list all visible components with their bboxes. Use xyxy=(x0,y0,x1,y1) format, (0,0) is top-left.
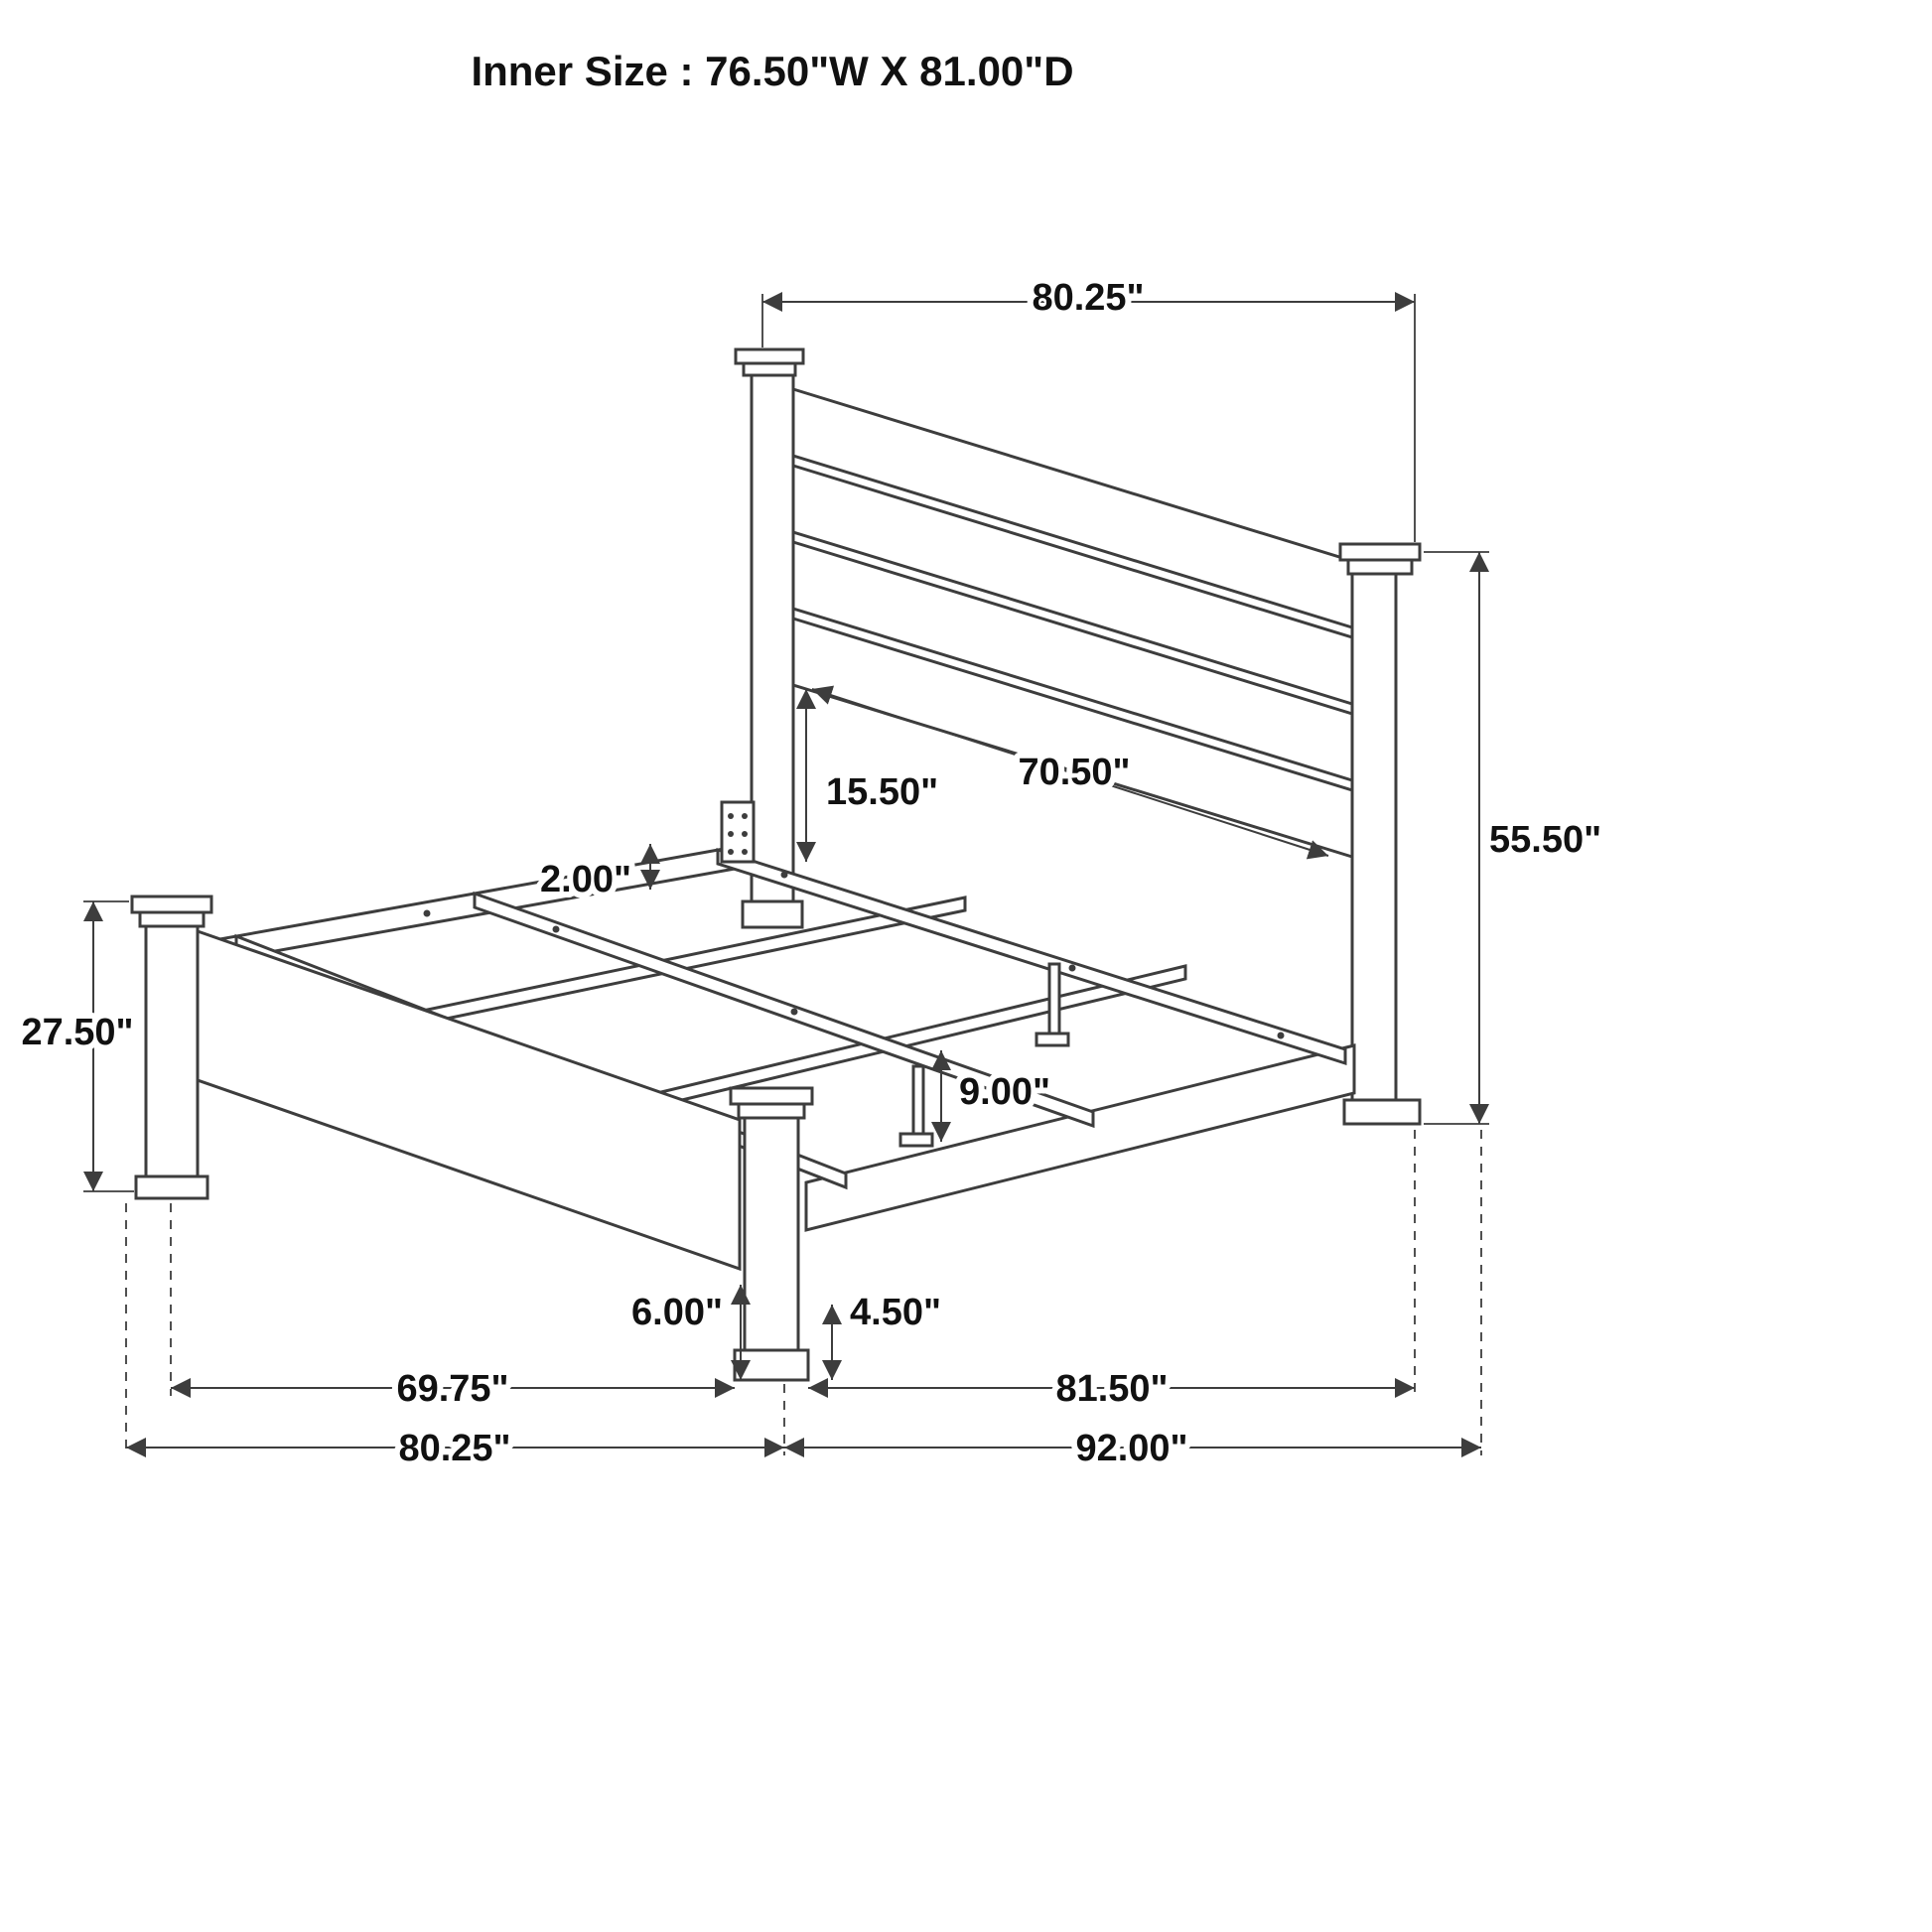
headboard-post-left-cap xyxy=(734,347,805,365)
dim-label-slat-thickness: 2.00" xyxy=(540,859,631,900)
footboard-post-front xyxy=(743,1116,800,1352)
rail-mounting-bracket xyxy=(720,800,756,864)
dim-label-headboard-width: 80.25" xyxy=(1032,277,1144,319)
headboard-post-left-base xyxy=(741,899,804,929)
headboard-post-left xyxy=(750,373,795,903)
headboard-post-right-cap-reveal xyxy=(1346,558,1414,576)
screw-hole xyxy=(790,1008,798,1016)
support-leg xyxy=(1047,962,1061,1035)
dim-label-support-leg-height: 9.00" xyxy=(959,1071,1050,1113)
footboard-post-front-cap-reveal xyxy=(737,1102,806,1120)
support-leg-1 xyxy=(1035,962,1070,1047)
bracket-hole xyxy=(742,831,748,837)
dim-label-overall-depth: 92.00" xyxy=(1075,1428,1187,1469)
support-foot xyxy=(898,1132,934,1148)
dim-label-side-rail-height: 4.50" xyxy=(850,1292,941,1333)
bracket-hole xyxy=(742,849,748,855)
footboard-post-left-cap-reveal xyxy=(138,910,206,928)
bracket-hole xyxy=(742,813,748,819)
support-leg xyxy=(911,1064,925,1136)
drawing-title: Inner Size : 76.50"W X 81.00"D xyxy=(471,48,1073,94)
support-foot xyxy=(1035,1032,1070,1047)
headboard xyxy=(734,347,1422,1126)
side-rail-far xyxy=(804,1043,1356,1232)
headboard-post-left-cap-reveal xyxy=(742,361,797,377)
cross-slat-1 xyxy=(716,847,1347,1066)
screw-hole xyxy=(552,925,560,933)
footboard-post-left-base xyxy=(134,1174,209,1200)
headboard-post-right-cap xyxy=(1338,542,1422,562)
screw-hole xyxy=(1029,1091,1036,1099)
dim-label-footboard-height: 27.50" xyxy=(21,1012,133,1053)
screw-hole xyxy=(1277,1032,1285,1039)
dim-label-overall-width: 80.25" xyxy=(398,1428,510,1469)
screw-hole xyxy=(1068,964,1076,972)
screw-hole xyxy=(592,879,600,887)
dim-label-post-exposed-height: 6.00" xyxy=(631,1292,723,1333)
dimension-annotations: 80.25" 55.50" 70.50" 15.50" 2.00" 27.50"… xyxy=(15,271,1607,1475)
footboard-post-front-cap xyxy=(729,1086,814,1106)
bracket-plate xyxy=(720,800,756,864)
dim-line-headboard-inner-width xyxy=(811,685,1329,860)
screw-hole xyxy=(423,909,431,917)
footboard-post-left-cap xyxy=(130,895,213,914)
headboard-post-right-base xyxy=(1342,1098,1422,1126)
dim-label-footboard-inner-width: 69.75" xyxy=(396,1368,508,1410)
dim-label-side-rail-length: 81.50" xyxy=(1055,1368,1168,1410)
dim-label-headboard-height: 55.50" xyxy=(1489,819,1601,861)
support-leg-2 xyxy=(898,1064,934,1148)
dim-label-headboard-inner-width: 70.50" xyxy=(1018,752,1130,793)
footboard xyxy=(130,895,814,1382)
dim-label-headboard-bottom-to-rail: 15.50" xyxy=(826,771,938,813)
footboard-post-left xyxy=(144,924,200,1178)
bracket-hole xyxy=(728,831,734,837)
headboard-post-right xyxy=(1350,572,1398,1102)
bracket-hole xyxy=(728,849,734,855)
footboard-panel xyxy=(196,928,742,1272)
bracket-hole xyxy=(728,813,734,819)
footboard-post-front-base xyxy=(733,1348,810,1382)
screw-hole xyxy=(780,871,788,879)
